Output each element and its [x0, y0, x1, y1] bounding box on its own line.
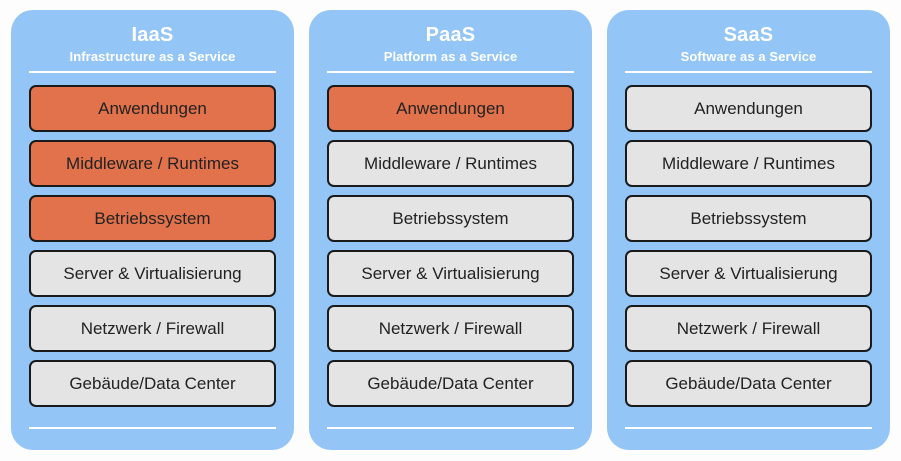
card-header-saas: SaaS Software as a Service	[625, 10, 872, 73]
card-footer-iaas	[29, 429, 276, 450]
layer-box: Server & Virtualisierung	[29, 250, 276, 297]
layer-box: Betriebssystem	[29, 195, 276, 242]
card-title-iaas: IaaS	[131, 24, 174, 46]
layer-box: Anwendungen	[625, 85, 872, 132]
header-divider-paas	[327, 71, 574, 73]
layer-box: Netzwerk / Firewall	[327, 305, 574, 352]
footer-divider-paas	[327, 427, 574, 429]
layer-box: Middleware / Runtimes	[29, 140, 276, 187]
layer-box: Betriebssystem	[625, 195, 872, 242]
card-subtitle-saas: Software as a Service	[680, 49, 817, 64]
layer-box: Betriebssystem	[327, 195, 574, 242]
card-title-saas: SaaS	[723, 24, 774, 46]
layer-box: Server & Virtualisierung	[327, 250, 574, 297]
card-subtitle-iaas: Infrastructure as a Service	[69, 49, 236, 64]
layer-box: Gebäude/Data Center	[29, 360, 276, 407]
card-header-paas: PaaS Platform as a Service	[327, 10, 574, 73]
layer-box: Middleware / Runtimes	[327, 140, 574, 187]
layer-box: Gebäude/Data Center	[327, 360, 574, 407]
layer-box: Netzwerk / Firewall	[625, 305, 872, 352]
card-subtitle-paas: Platform as a Service	[383, 49, 518, 64]
layer-box: Gebäude/Data Center	[625, 360, 872, 407]
card-header-iaas: IaaS Infrastructure as a Service	[29, 10, 276, 73]
header-divider-saas	[625, 71, 872, 73]
footer-divider-iaas	[29, 427, 276, 429]
card-footer-paas	[327, 429, 574, 450]
header-divider-iaas	[29, 71, 276, 73]
layer-box: Middleware / Runtimes	[625, 140, 872, 187]
layer-box: Anwendungen	[327, 85, 574, 132]
layer-box: Server & Virtualisierung	[625, 250, 872, 297]
card-title-paas: PaaS	[425, 24, 476, 46]
layer-box: Netzwerk / Firewall	[29, 305, 276, 352]
layer-box: Anwendungen	[29, 85, 276, 132]
card-footer-saas	[625, 429, 872, 450]
footer-divider-saas	[625, 427, 872, 429]
